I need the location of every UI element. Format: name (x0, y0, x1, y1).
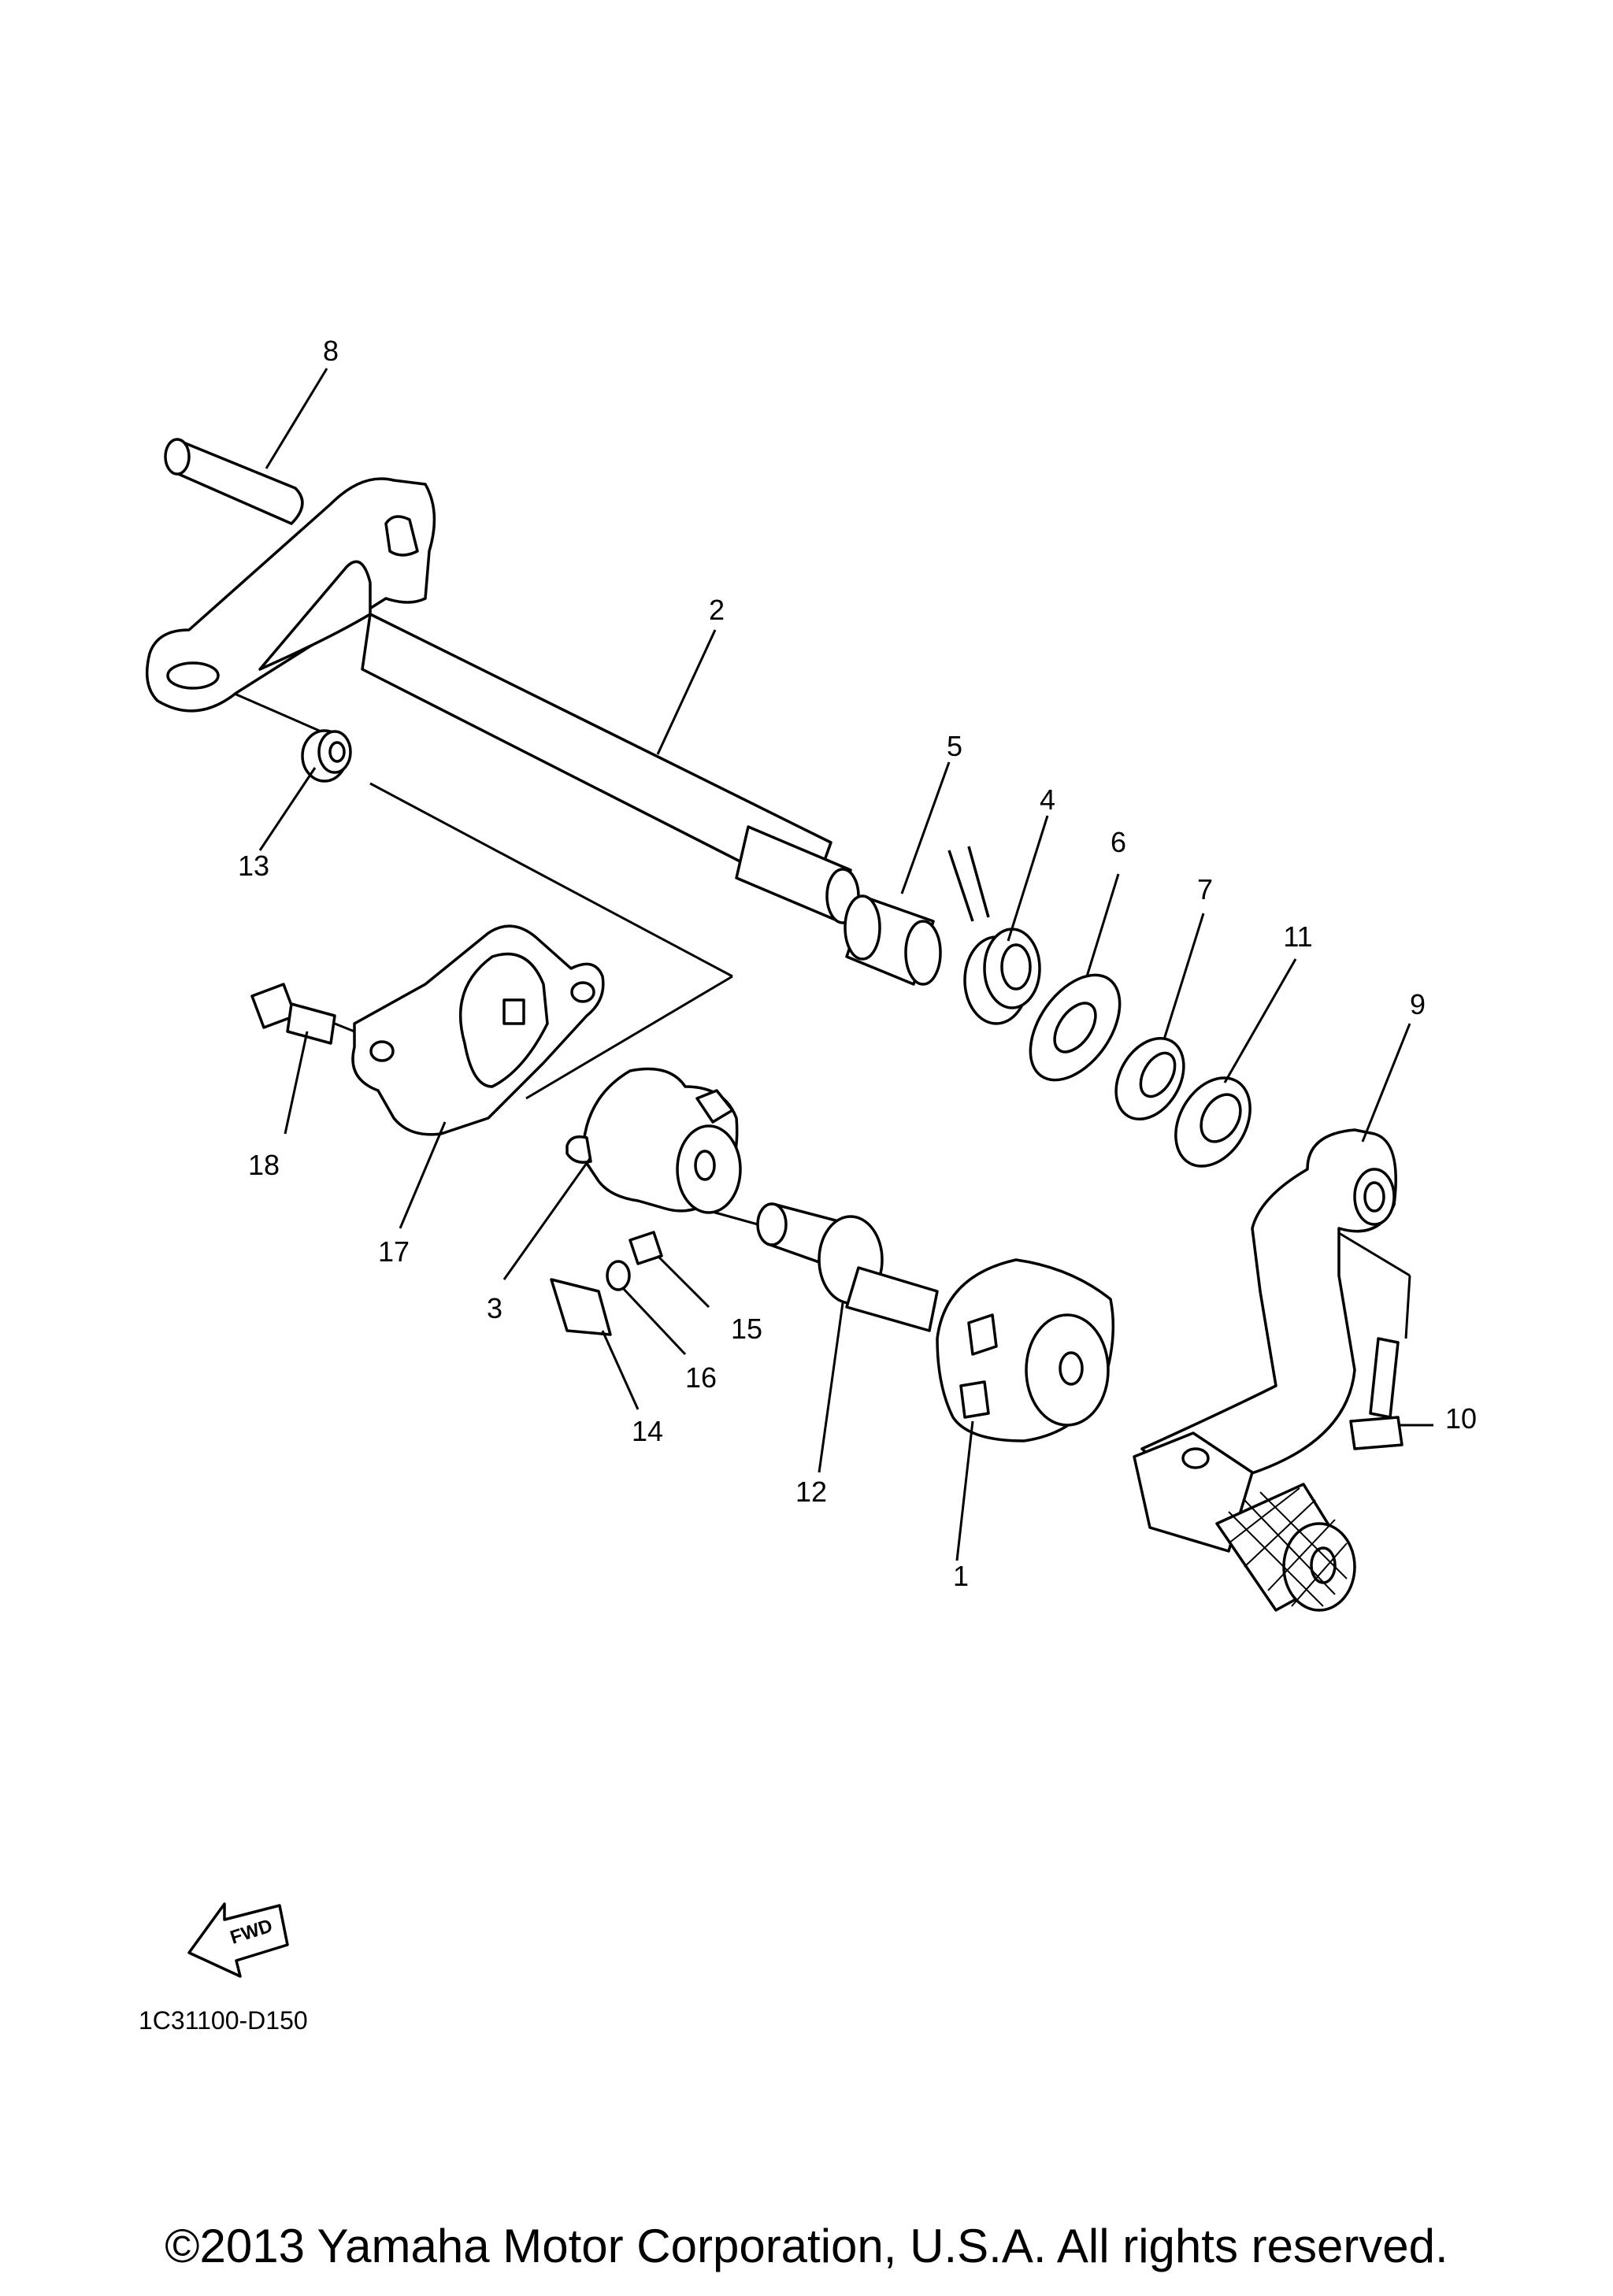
leader-lines (258, 368, 1433, 1561)
fwd-arrow-icon (187, 1902, 289, 1978)
part-18-bolt (250, 983, 336, 1045)
callout-16: 16 (684, 1361, 718, 1394)
part-10-bolt (1349, 1337, 1403, 1450)
part-4-spring (947, 846, 1041, 1025)
callout-10: 10 (1444, 1402, 1478, 1435)
callout-5: 5 (946, 730, 963, 762)
reference-lines (192, 674, 1411, 1339)
part-14-plate (550, 1278, 612, 1336)
diagram-code: 1C31100-D150 (139, 2006, 308, 2035)
callout-7: 7 (1196, 873, 1214, 905)
callout-3: 3 (486, 1292, 503, 1324)
callout-17: 17 (377, 1235, 410, 1268)
callout-8: 8 (322, 335, 339, 367)
part-11-bearing (1174, 1076, 1251, 1168)
callout-18: 18 (247, 1149, 280, 1181)
part-1-segment (936, 1258, 1115, 1442)
callout-15: 15 (730, 1313, 763, 1345)
callout-2: 2 (708, 594, 725, 626)
part-16-roller (606, 1260, 631, 1291)
callout-4: 4 (1039, 783, 1056, 816)
part-8-pin (164, 438, 304, 525)
part-12-stopper-bolt (756, 1202, 939, 1332)
part-7-seal (1114, 1036, 1185, 1121)
part-17-guide-plate (351, 924, 605, 1136)
part-6-washer (1029, 973, 1122, 1082)
copyright-notice: ©2013 Yamaha Motor Corporation, U.S.A. A… (165, 2220, 1448, 2272)
part-3-shift-lever (565, 1067, 742, 1214)
part-13-washer (301, 729, 352, 783)
callout-1: 1 (952, 1560, 970, 1592)
callout-13: 13 (237, 850, 270, 882)
callout-14: 14 (631, 1415, 664, 1447)
callout-12: 12 (795, 1476, 828, 1508)
callout-6: 6 (1110, 826, 1127, 858)
part-9-shift-pedal (1133, 1128, 1397, 1612)
part-15-spring-small (629, 1231, 663, 1265)
part-5-collar (844, 894, 942, 986)
callout-9: 9 (1409, 988, 1426, 1020)
callout-11: 11 (1283, 920, 1313, 953)
